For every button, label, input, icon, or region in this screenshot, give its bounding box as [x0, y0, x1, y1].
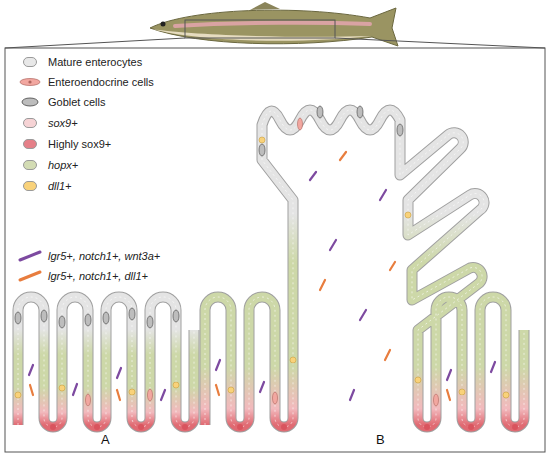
- lgr5-dll1-cells: [30, 152, 450, 400]
- legend-text: Highly sox9+: [48, 138, 111, 151]
- zoom-line: [335, 38, 545, 48]
- zoom-box: [185, 20, 335, 38]
- epithelium: [18, 297, 194, 427]
- epithelium-outline: [18, 297, 194, 427]
- legend-text: Enteroendocrine cells: [48, 76, 154, 89]
- goblet-cells: [15, 106, 403, 328]
- legend-text: dll1+: [48, 180, 72, 193]
- fish-eye: [161, 22, 166, 27]
- lgr5-wnt3a-cells: [29, 172, 495, 400]
- legend-text: sox9+: [48, 117, 78, 130]
- panel-frame: [5, 48, 545, 452]
- panel-label: B: [376, 432, 385, 447]
- fish-fin: [250, 2, 280, 10]
- epithelium-cells: [18, 297, 194, 427]
- lgr5-wnt3a-sample: [20, 252, 40, 260]
- legend-text: lgr5+, notch1+, dll1+: [48, 270, 148, 283]
- panel-label: A: [101, 432, 110, 447]
- epithelium-outline: [205, 110, 524, 427]
- legend-text: hopx+: [48, 159, 78, 172]
- legend-text: Goblet cells: [48, 96, 105, 109]
- epithelium-cells: [205, 110, 524, 427]
- legend-swatch: [23, 139, 37, 149]
- lgr5-dll1-sample: [20, 272, 40, 280]
- legend-text: Mature enterocytes: [48, 56, 142, 69]
- dll1-cells: [15, 137, 509, 398]
- enteroendocrine-sample-nucleus: [28, 80, 31, 83]
- fish-stripe: [175, 23, 370, 26]
- epithelium: [205, 110, 524, 427]
- zoom-line: [5, 38, 185, 48]
- legend-swatch: [23, 118, 37, 128]
- legend-text: lgr5+, notch1+, wnt3a+: [48, 250, 160, 263]
- goblet-sample: [22, 98, 38, 106]
- legend-swatch: [23, 181, 37, 191]
- highly-sox9-cells: [50, 424, 518, 430]
- legend-swatch: [23, 160, 37, 170]
- legend-swatch: [23, 57, 37, 67]
- enteroendocrine-sample: [20, 79, 40, 86]
- fish-body: [150, 8, 398, 46]
